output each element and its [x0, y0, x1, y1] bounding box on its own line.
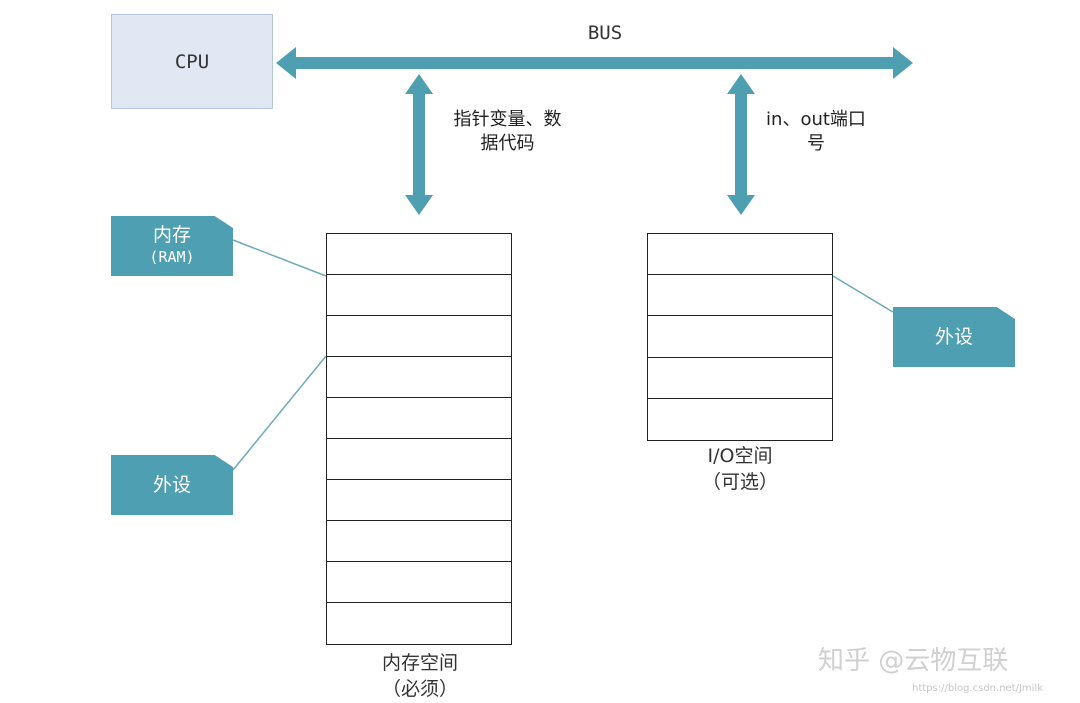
- bus-label: BUS: [587, 22, 623, 44]
- memory-cell: [327, 316, 511, 357]
- peripheral-tag-left: 外设: [111, 455, 233, 515]
- watermark-url: https://blog.csdn.net/Jmilk: [912, 683, 1044, 694]
- ram-connector-line: [232, 239, 327, 277]
- io-cell: [648, 316, 832, 358]
- pointer-note-line-2: 据代码: [480, 133, 535, 154]
- cpu-box: CPU: [111, 14, 273, 109]
- peripheral-tag-right-label: 外设: [934, 326, 973, 348]
- ram-tag: 内存 (RAM): [111, 216, 233, 276]
- io-space-caption: I/O空间 （可选）: [660, 443, 820, 495]
- ram-tag-sub: (RAM): [149, 248, 195, 266]
- memory-cell: [327, 357, 511, 398]
- memory-space-caption: 内存空间 （必须）: [340, 650, 500, 702]
- peripheral-tag-right: 外设: [893, 307, 1015, 367]
- memory-cell: [327, 480, 511, 521]
- io-bus-arrow: [727, 74, 755, 215]
- memory-bus-arrow: [405, 74, 433, 215]
- cpu-label: CPU: [174, 50, 210, 73]
- port-note-line-1: in、out端口: [766, 109, 866, 130]
- memory-space-sub: （必须）: [381, 678, 458, 700]
- port-note: in、out端口 号: [756, 108, 876, 156]
- memory-cell: [327, 562, 511, 603]
- watermark-brand: 知乎 @云物互联: [818, 646, 1009, 676]
- bus-arrow: [276, 47, 913, 79]
- memory-space-title: 内存空间: [381, 652, 458, 674]
- pointer-note-line-1: 指针变量、数: [453, 109, 562, 130]
- peripheral-tag-left-label: 外设: [152, 474, 191, 496]
- ram-tag-title: 内存: [152, 224, 191, 246]
- memory-cell: [327, 521, 511, 562]
- port-note-line-2: 号: [807, 133, 825, 154]
- io-cell: [648, 275, 832, 317]
- io-space-sub: （可选）: [701, 471, 778, 493]
- memory-space-stack: [326, 233, 512, 645]
- io-space-title: I/O空间: [707, 445, 773, 467]
- periph-right-connector-line: [832, 275, 894, 313]
- memory-cell: [327, 603, 511, 644]
- periph-left-connector-line: [232, 355, 327, 471]
- io-cell: [648, 358, 832, 399]
- memory-cell: [327, 398, 511, 439]
- io-cell: [648, 399, 832, 440]
- memory-cell: [327, 439, 511, 480]
- io-cell: [648, 234, 832, 276]
- memory-cell: [327, 275, 511, 316]
- pointer-note: 指针变量、数 据代码: [440, 108, 575, 156]
- memory-cell: [327, 234, 511, 275]
- io-space-stack: [647, 233, 833, 441]
